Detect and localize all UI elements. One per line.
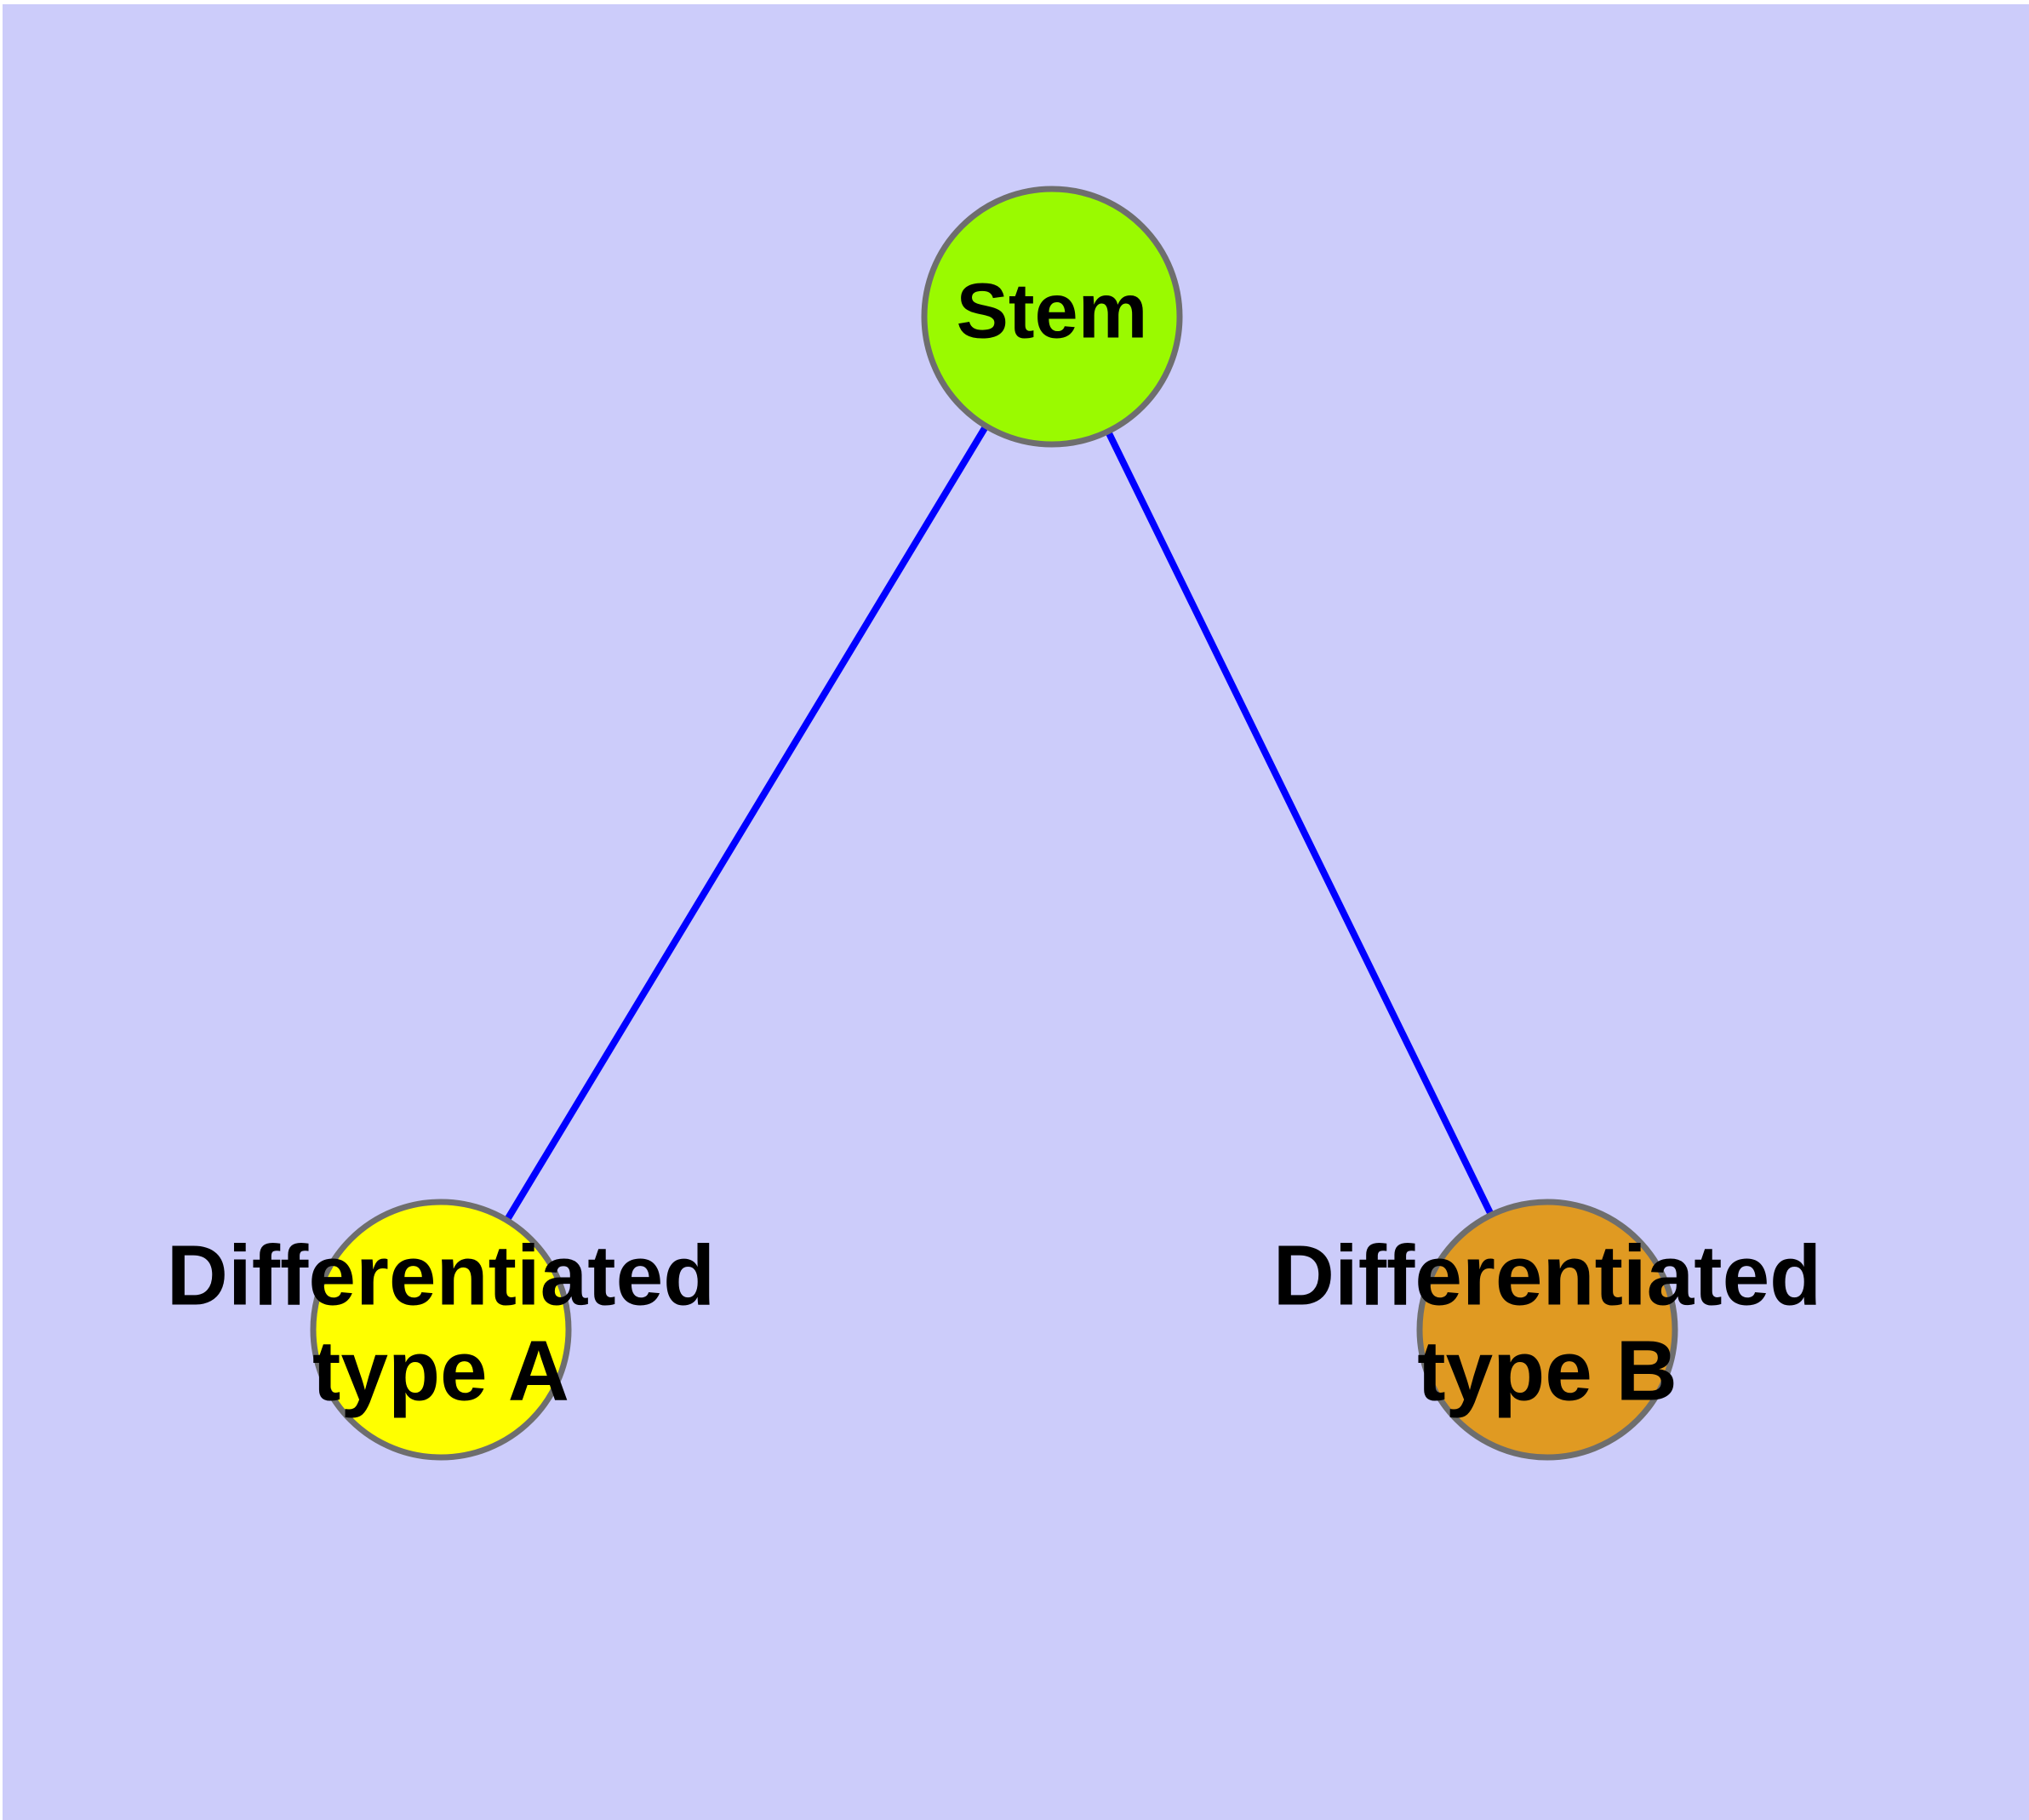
node-group <box>310 186 1678 1461</box>
edge-group <box>498 415 1499 1231</box>
edge-stem-to-differentiated-type-a[interactable] <box>498 415 995 1231</box>
node-differentiated-type-b-label: Differentiated type B <box>1273 1228 1822 1418</box>
node-differentiated-type-b-label-line-1: Differentiated <box>1273 1228 1822 1323</box>
node-differentiated-type-b-circle[interactable] <box>1416 1199 1678 1461</box>
node-differentiated-type-a-label-line-1: Differentiated <box>167 1228 716 1323</box>
node-differentiated-type-a-label: Differentiated type A <box>167 1228 716 1418</box>
node-differentiated-type-a[interactable] <box>310 1199 572 1461</box>
node-label-group: Stem Differentiated type A Differentiate… <box>167 267 1822 1418</box>
node-stem[interactable] <box>921 186 1183 448</box>
node-differentiated-type-b[interactable] <box>1416 1199 1678 1461</box>
node-differentiated-type-a-label-line-2: type A <box>312 1323 569 1418</box>
node-differentiated-type-a-circle[interactable] <box>310 1199 572 1461</box>
node-differentiated-type-b-label-line-2: type B <box>1417 1323 1677 1418</box>
node-stem-label: Stem <box>957 267 1148 354</box>
edge-stem-to-differentiated-type-b[interactable] <box>1100 421 1499 1226</box>
node-stem-circle[interactable] <box>921 186 1183 448</box>
